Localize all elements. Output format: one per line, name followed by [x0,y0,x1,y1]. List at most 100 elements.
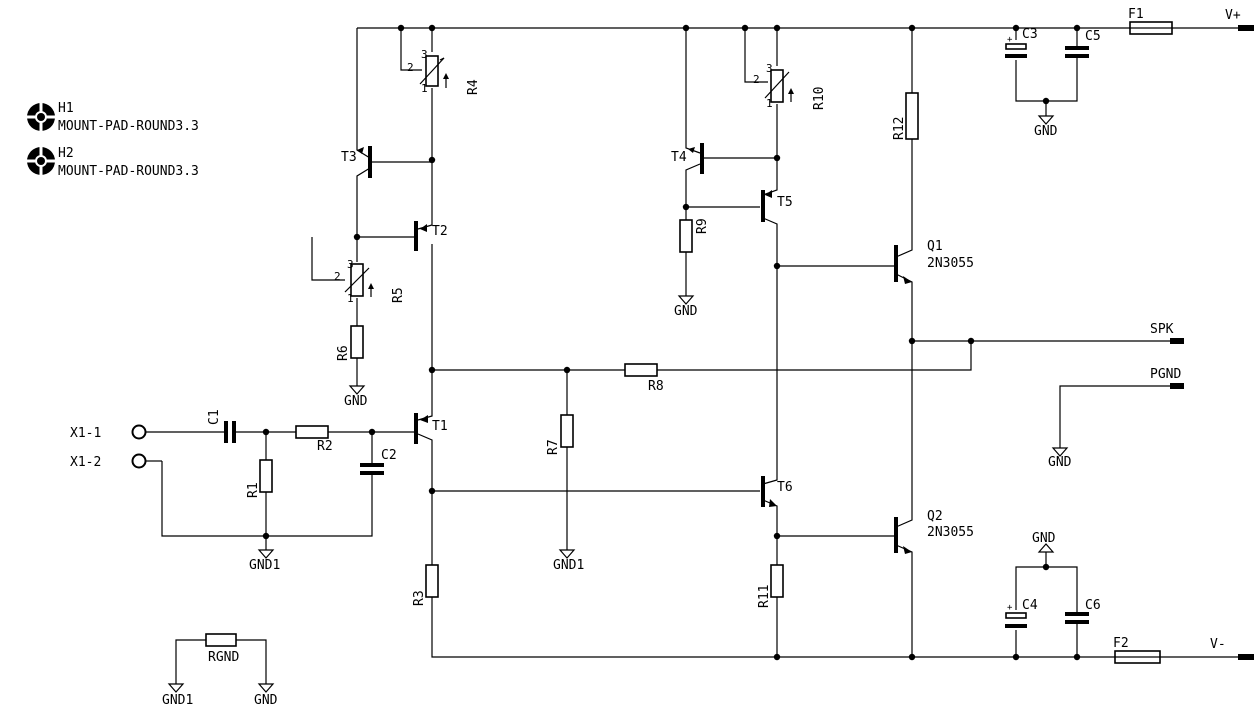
resistor-r9 [679,219,693,253]
label-c1: C1 [207,409,222,425]
label-r2: R2 [317,439,333,454]
transistor-q2 [894,517,912,554]
pin-number: 2 [753,73,760,86]
pad-vminus [1238,654,1254,660]
label-r9: R9 [695,218,710,234]
label-t2: T2 [432,224,448,239]
label-gnd: GND [254,693,278,708]
resistor-r1 [259,459,273,493]
label-gnd1: GND1 [553,558,584,573]
label-q2-value: 2N3055 [927,525,974,540]
fuse-f1 [1129,21,1173,35]
label-r7: R7 [546,439,561,455]
transistor-q1 [894,245,912,284]
pad-vplus [1238,25,1254,31]
transistor-t6 [761,476,777,507]
pin-number: 1 [766,97,773,110]
label-r8: R8 [648,379,664,394]
label-t1: T1 [432,419,448,434]
ground-symbol [558,549,576,559]
pin-number: 1 [347,292,354,305]
label-c4-plus: + [1007,603,1013,613]
label-t4: T4 [671,150,687,165]
fuse-f2 [1114,650,1161,664]
transistor-t3 [357,146,372,178]
resistor-r8 [624,363,658,377]
transistor-t1 [414,413,428,444]
transistor-t4 [688,143,704,174]
label-gnd1: GND1 [249,558,280,573]
label-gnd: GND [1032,531,1056,546]
label-gnd: GND [344,394,368,409]
label-gnd1: GND1 [162,693,193,708]
label-c2: C2 [381,448,397,463]
label-c3-plus: + [1007,35,1013,45]
transistor-t5 [761,190,772,222]
input-connector-x1-1 [131,424,147,440]
pin-number: 2 [407,61,414,74]
label-r1: R1 [246,482,261,498]
label-q1: Q1 [927,239,943,254]
pin-number: 2 [334,270,341,283]
input-connector-x1-2 [131,453,147,469]
label-spk: SPK [1150,322,1174,337]
label-pgnd: PGND [1150,367,1181,382]
label-r6: R6 [336,345,351,361]
label-q2: Q2 [927,509,943,524]
label-t6: T6 [777,480,793,495]
label-gnd: GND [1034,124,1058,139]
label-gnd: GND [1048,455,1072,470]
pad-spk [1170,338,1184,344]
resistor-r2 [295,425,329,439]
resistor-r12 [905,92,919,140]
preset-r5 [344,263,374,297]
label-t5: T5 [777,195,793,210]
preset-r10 [764,69,794,103]
pin-number: 3 [421,48,428,61]
resistor-r11 [770,564,784,598]
label-r10: R10 [812,87,827,110]
pin-number: 3 [766,62,773,75]
ground-symbol [167,683,185,693]
label-x1-2: X1-2 [70,455,101,470]
label-rgnd: RGND [208,650,239,665]
ground-symbol [1051,447,1069,457]
label-h2: H2 [58,146,74,161]
label-vplus: V+ [1225,8,1241,23]
label-c3: C3 [1022,27,1038,42]
label-x1-1: X1-1 [70,426,101,441]
label-vminus: V- [1210,637,1226,652]
label-t3: T3 [341,150,357,165]
ground-symbol [257,549,275,559]
resistor-r3 [425,564,439,598]
label-q1-value: 2N3055 [927,256,974,271]
capacitor-c3 [1005,43,1027,58]
label-r5: R5 [391,287,406,303]
label-f1: F1 [1128,7,1144,22]
label-h1: H1 [58,101,74,116]
resistor-r7 [560,414,574,448]
label-c6: C6 [1085,598,1101,613]
ground-symbol [348,385,366,395]
wires [146,27,1238,684]
capacitor-c4 [1005,612,1027,628]
capacitor-c1 [224,421,236,443]
label-h1-value: MOUNT-PAD-ROUND3.3 [58,119,199,134]
label-gnd: GND [674,304,698,319]
label-r12: R12 [892,117,907,140]
capacitor-c5 [1065,46,1089,60]
label-c5: C5 [1085,29,1101,44]
label-f2: F2 [1113,636,1129,651]
label-r4: R4 [466,79,481,95]
label-r11: R11 [757,585,772,608]
junction-dots [262,24,1081,661]
label-r3: R3 [412,590,427,606]
label-c4: C4 [1022,598,1038,613]
ground-symbol [1037,115,1055,125]
mount-hole-h1 [27,103,55,131]
pin-number: 1 [421,82,428,95]
mount-hole-h2 [27,147,55,175]
ground-symbol [677,295,695,305]
resistor-r6 [350,325,364,359]
